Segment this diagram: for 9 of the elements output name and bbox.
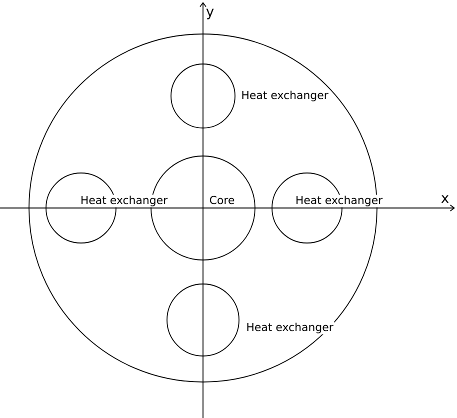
- circle: [170, 64, 236, 128]
- circle: [166, 284, 240, 356]
- node-label: Heat exchanger: [294, 194, 384, 208]
- node-caption: Heat exchanger: [245, 322, 334, 334]
- node-label: Core: [208, 194, 236, 206]
- axis-label: x: [441, 195, 449, 203]
- node-label: Heat exchanger: [79, 194, 169, 208]
- node-caption: Heat exchanger: [240, 90, 330, 102]
- axis-label: y: [206, 8, 214, 20]
